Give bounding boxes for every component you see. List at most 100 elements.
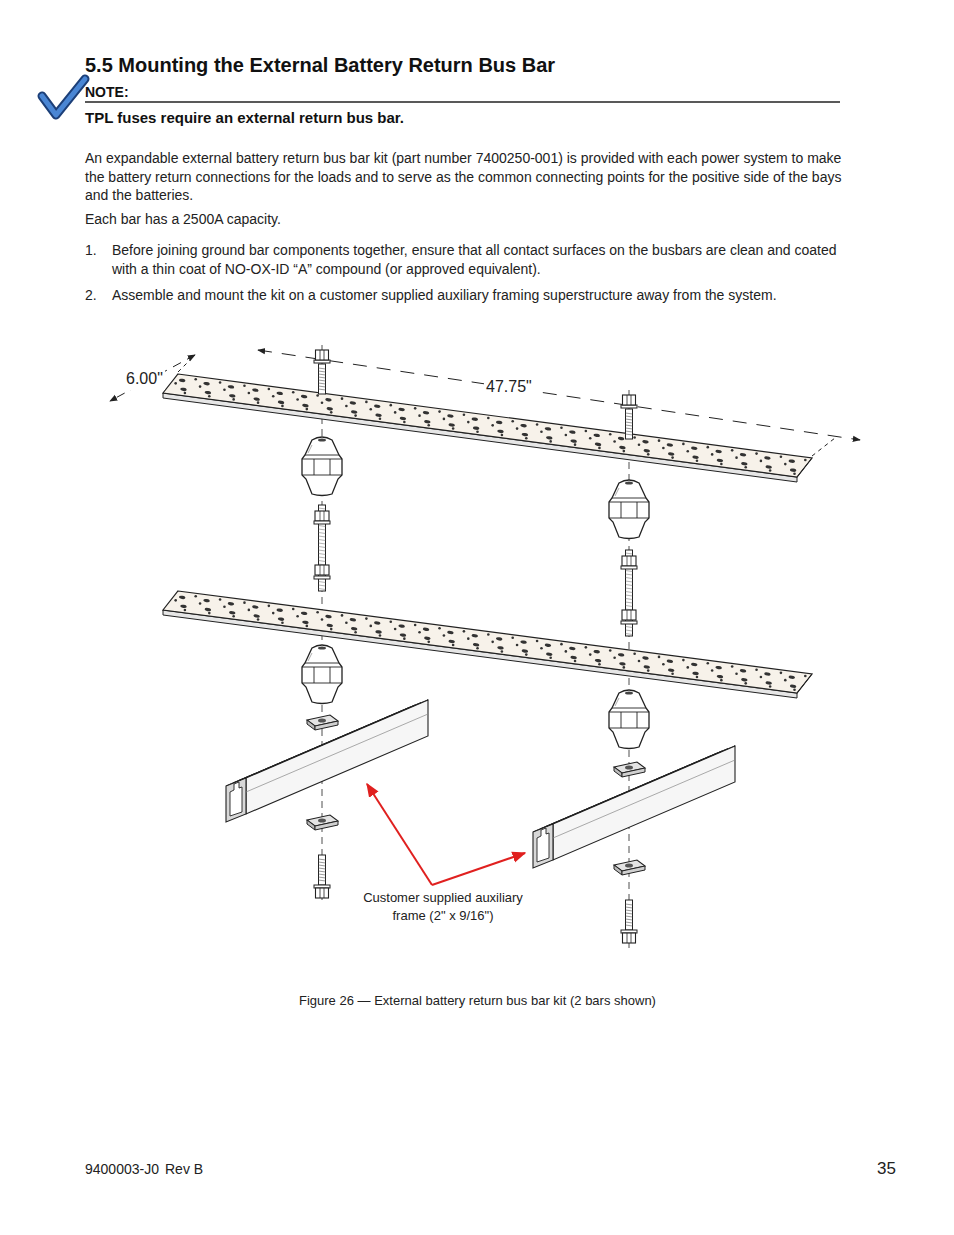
bar-hole — [208, 612, 211, 615]
bar-hole — [369, 625, 372, 628]
bar-hole — [618, 653, 625, 657]
bar-hole — [536, 640, 539, 643]
bar-hole — [618, 436, 625, 440]
bar-hole — [570, 439, 577, 443]
bar-hole — [473, 643, 480, 647]
bar-hole — [321, 618, 324, 621]
drawing-part — [626, 588, 633, 589]
drawing-part — [320, 888, 321, 898]
bar-hole — [780, 672, 783, 675]
bar-hole — [740, 669, 747, 673]
drawing-part — [631, 395, 632, 405]
drawing-part — [308, 445, 312, 453]
drawing-part — [626, 900, 633, 930]
bar-hole — [609, 649, 612, 652]
drawing-part — [626, 913, 633, 914]
drawing-part — [319, 389, 326, 390]
drawing-part — [324, 565, 325, 575]
bar-edge — [163, 393, 797, 482]
bar-hole — [389, 620, 392, 623]
bar-hole — [760, 460, 763, 463]
bar-hole — [471, 634, 478, 638]
drawing-part — [626, 925, 633, 926]
drawing-part — [307, 820, 315, 830]
bar-hole — [379, 634, 382, 637]
drawing-part — [320, 350, 321, 360]
bar-hole — [301, 394, 308, 398]
drawing-part — [623, 933, 636, 943]
drawing-part — [609, 712, 649, 713]
bar-hole — [765, 681, 772, 685]
bar-hole — [447, 414, 454, 418]
drawing-part — [612, 708, 646, 709]
bar-hole — [642, 656, 649, 660]
bar-hole — [448, 639, 455, 643]
bar-hole — [788, 459, 795, 463]
drawing-part — [305, 455, 339, 456]
drawing-part — [319, 871, 326, 872]
bar-hole — [365, 617, 368, 620]
drawing-part — [626, 581, 633, 582]
bar-hole — [248, 609, 251, 612]
bar-hole — [194, 595, 197, 598]
bar-hole — [174, 599, 177, 602]
bar-hole — [184, 609, 187, 612]
bar-edge — [163, 610, 797, 698]
bar-hole — [744, 682, 747, 685]
drawing-part — [314, 459, 315, 475]
bar-hole — [715, 666, 722, 670]
bar-hole — [394, 411, 397, 414]
bar-hole — [496, 420, 503, 424]
bar-hole — [448, 423, 455, 427]
drawing-part — [319, 877, 326, 878]
drawing-part — [626, 553, 633, 554]
drawing-part — [318, 719, 326, 723]
body-paragraph: An expandable external battery return bu… — [85, 149, 860, 205]
bar-hole — [345, 405, 348, 408]
bar-hole — [682, 659, 685, 662]
bar-hole — [443, 634, 446, 637]
bar-hole — [296, 398, 299, 401]
drawing-part — [553, 760, 735, 838]
bar-hole — [764, 672, 771, 676]
drawing-part — [626, 574, 633, 575]
strut-channel — [226, 700, 428, 822]
standoff-insulator — [609, 480, 649, 539]
bar-hole — [497, 429, 504, 433]
drawing-part — [319, 377, 326, 378]
bar-hole — [403, 421, 406, 424]
bar-hole — [330, 411, 333, 414]
drawing-part — [315, 821, 338, 830]
bar-hole — [423, 627, 430, 631]
bar-hole — [643, 449, 650, 453]
bar-hole — [476, 647, 479, 650]
drawing-part — [239, 703, 421, 781]
bar-hole — [585, 430, 588, 433]
bar-hole — [793, 688, 796, 691]
bar-hole — [354, 414, 357, 417]
bar-hole — [374, 404, 381, 408]
drawing-part — [319, 364, 326, 394]
bar-hole — [272, 612, 275, 615]
drawing-part — [627, 556, 628, 566]
drawing-part — [625, 691, 633, 694]
bar-hole — [174, 382, 177, 385]
bar-hole — [379, 418, 382, 421]
bar-hole — [589, 653, 592, 656]
drawing-part — [316, 350, 329, 360]
bar-hole — [633, 436, 636, 439]
drawing-part — [626, 606, 633, 607]
bar-hole — [375, 630, 382, 634]
bar-hole — [692, 455, 699, 459]
channel-nut — [614, 762, 645, 777]
bar-hole — [374, 621, 381, 625]
bar-hole — [540, 431, 543, 434]
bar-hole — [574, 660, 577, 663]
bar-hole — [487, 633, 490, 636]
drawing-part — [319, 557, 326, 558]
drawing-part — [626, 585, 633, 586]
bar-hole — [302, 403, 309, 407]
drawing-part — [627, 395, 628, 405]
standoff-insulator — [302, 437, 342, 496]
bar-hole — [491, 641, 494, 644]
